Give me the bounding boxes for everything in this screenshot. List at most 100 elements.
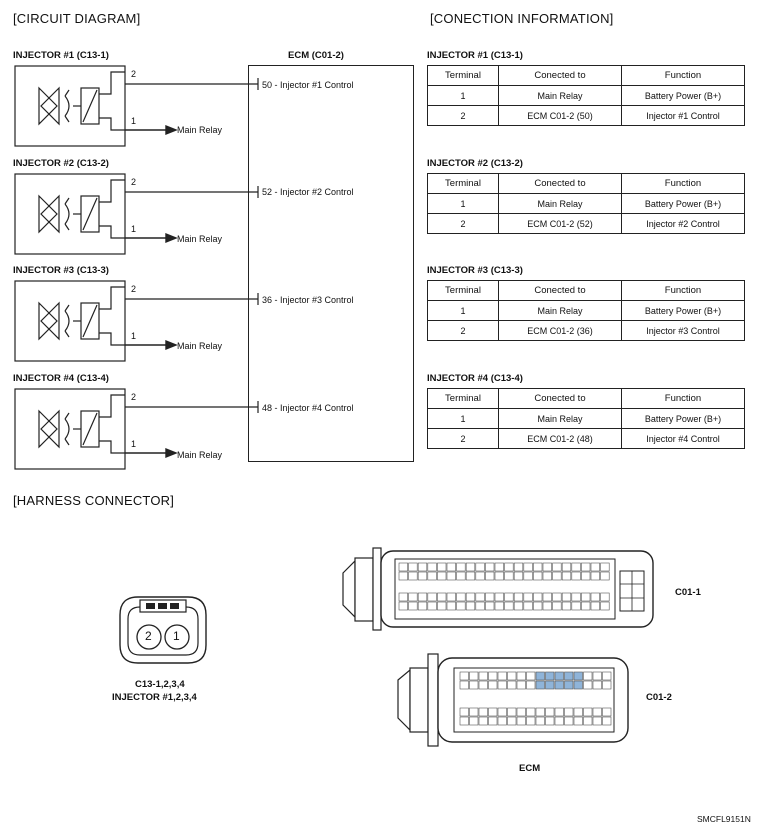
connector-pin bbox=[507, 680, 517, 690]
main-relay-label: Main Relay bbox=[177, 341, 223, 351]
connector-pin bbox=[507, 716, 517, 726]
connector-pin bbox=[542, 601, 552, 611]
connector-pin bbox=[417, 571, 428, 581]
connector-pin bbox=[523, 571, 533, 581]
connector-pin bbox=[590, 592, 600, 602]
injector-title: INJECTOR #3 (C13-3) bbox=[13, 265, 109, 276]
connector-pin bbox=[427, 571, 437, 581]
connector-pin bbox=[590, 562, 600, 572]
connector-code-label: C13-1,2,3,4 bbox=[135, 679, 185, 690]
connector-pin bbox=[408, 601, 418, 611]
connector-pin bbox=[600, 571, 610, 581]
connector-pin bbox=[485, 592, 495, 602]
connector-pin bbox=[456, 592, 466, 602]
circuit-diagram-title: [CIRCUIT DIAGRAM] bbox=[13, 11, 141, 26]
ecm-pin-label: 48 - Injector #4 Control bbox=[262, 403, 354, 413]
connector-pin bbox=[437, 592, 447, 602]
connector-pin bbox=[526, 671, 536, 681]
connector-pin bbox=[459, 680, 469, 690]
injector-3-symbol bbox=[14, 280, 126, 362]
connector-pin bbox=[494, 562, 504, 572]
connector-pin bbox=[545, 707, 555, 717]
injector-title: INJECTOR #4 (C13-4) bbox=[13, 373, 109, 384]
connector-pin bbox=[533, 592, 543, 602]
connector-pin bbox=[446, 571, 456, 581]
connector-pin bbox=[427, 592, 437, 602]
connector-pin bbox=[561, 571, 572, 581]
connector-pin bbox=[504, 601, 514, 611]
pin-label: 1 bbox=[131, 116, 137, 126]
connector-pin bbox=[564, 707, 574, 717]
connector-pin bbox=[581, 592, 591, 602]
connector-pin bbox=[533, 601, 543, 611]
pin-label: 1 bbox=[173, 629, 180, 643]
connector-pin bbox=[456, 571, 466, 581]
table-title: INJECTOR #4 (C13-4) bbox=[427, 373, 523, 384]
table-title: INJECTOR #2 (C13-2) bbox=[427, 158, 523, 169]
connector-pin bbox=[602, 716, 612, 726]
connector-pin bbox=[600, 601, 610, 611]
connector-pin bbox=[602, 707, 612, 717]
pin-label: 1 bbox=[131, 439, 137, 449]
connector-pin bbox=[564, 716, 574, 726]
connector-pin bbox=[507, 707, 517, 717]
connector-pin bbox=[398, 571, 408, 581]
connector-pin bbox=[583, 671, 593, 681]
connector-pin bbox=[504, 562, 514, 572]
connection-info-title: [CONECTION INFORMATION] bbox=[430, 11, 614, 26]
connector-pin bbox=[465, 592, 476, 602]
injector-title: INJECTOR #1 (C13-1) bbox=[13, 50, 109, 61]
connector-pin bbox=[478, 716, 488, 726]
injector-4-symbol bbox=[14, 388, 126, 470]
connector-pin bbox=[446, 592, 456, 602]
connector-pin bbox=[485, 571, 495, 581]
connector-pin bbox=[516, 680, 526, 690]
connector-pin bbox=[488, 707, 498, 717]
connector-pin bbox=[465, 571, 476, 581]
connector-pin bbox=[459, 671, 469, 681]
connector-pin bbox=[583, 707, 593, 717]
ecm-pin-label: 52 - Injector #2 Control bbox=[262, 187, 354, 197]
connector-pin bbox=[526, 707, 536, 717]
connector-pin bbox=[552, 601, 562, 611]
connector-pin bbox=[475, 592, 485, 602]
connector-pin bbox=[417, 562, 428, 572]
connector-pin bbox=[446, 601, 456, 611]
connector-pin bbox=[494, 571, 504, 581]
connector-pin bbox=[552, 571, 562, 581]
connector-pin bbox=[554, 716, 564, 726]
injector-2-symbol bbox=[14, 173, 126, 255]
connector-pin bbox=[469, 716, 479, 726]
connector-pin bbox=[504, 571, 514, 581]
connector-pin bbox=[513, 562, 524, 572]
connector-pin bbox=[583, 680, 593, 690]
connector-pin bbox=[545, 716, 555, 726]
pin-label: 2 bbox=[131, 284, 137, 294]
connector-pin bbox=[497, 716, 507, 726]
connector-pin bbox=[600, 562, 610, 572]
connector-pin bbox=[459, 707, 469, 717]
connector-pin bbox=[571, 592, 581, 602]
connector-pin bbox=[545, 680, 555, 690]
ecm-pin-label: 36 - Injector #3 Control bbox=[262, 295, 354, 305]
pin-label: 2 bbox=[145, 629, 152, 643]
connector-pin bbox=[561, 592, 572, 602]
injector-1-symbol bbox=[14, 65, 126, 147]
connector-pin bbox=[592, 716, 602, 726]
connector-pin bbox=[573, 716, 583, 726]
pin-label: 2 bbox=[131, 177, 137, 187]
connector-pin bbox=[581, 562, 591, 572]
connector-pin bbox=[592, 671, 602, 681]
main-relay-label: Main Relay bbox=[177, 125, 223, 135]
connector-pin bbox=[465, 601, 476, 611]
pin-label: 2 bbox=[131, 69, 137, 79]
connector-pin bbox=[581, 571, 591, 581]
ecm-box bbox=[248, 65, 414, 462]
connector-pin bbox=[459, 716, 469, 726]
connector-pin bbox=[478, 680, 488, 690]
connector-pin bbox=[535, 680, 545, 690]
